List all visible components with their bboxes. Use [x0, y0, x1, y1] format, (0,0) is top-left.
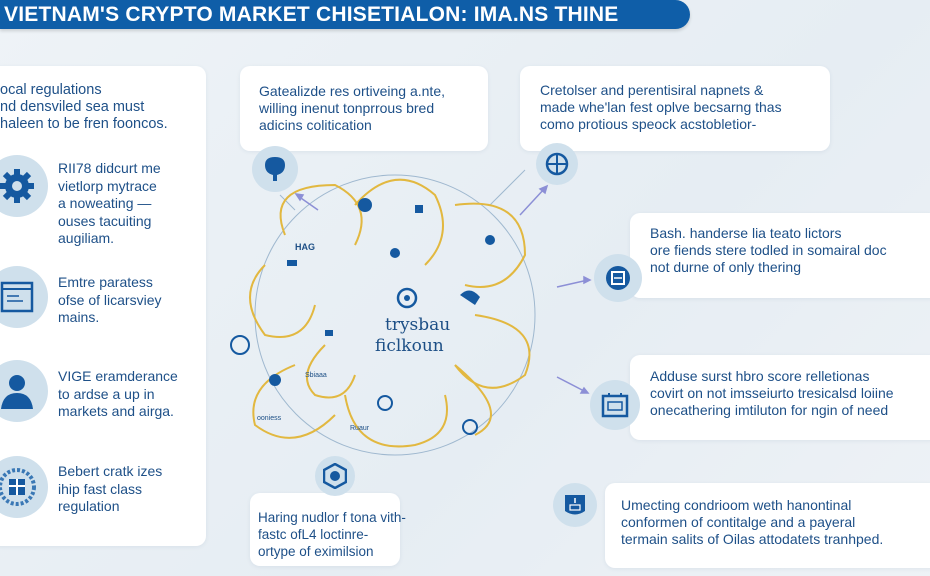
text-line: ouses tacuiting: [58, 212, 152, 229]
node-icon: [377, 395, 393, 411]
text-line: RII78 didcurt me: [58, 160, 161, 176]
node-icon: [390, 248, 400, 258]
text-line: como protious speock acstobletior-: [540, 116, 757, 132]
page-title: VIETNAM'S CRYPTO MARKET CHISETIALON: IMA…: [4, 3, 619, 26]
text-line: markets and airga.: [58, 403, 174, 419]
node-icon: [230, 335, 250, 355]
text-line: to ardse a up in: [58, 385, 155, 402]
left-item-3: VIGE eramderance to ardse a up in market…: [58, 368, 178, 421]
left-item-2: Emtre paratess ofse of licarsviey mains.: [58, 274, 161, 327]
text-line: ore fiends stere todled in somairal doc: [650, 242, 887, 258]
text-line: Gatealizde res ortiveing a.nte,: [259, 83, 445, 99]
bank-icon: [553, 483, 597, 527]
card-bottom-right: Umecting condrioom weth hanontinal confo…: [605, 483, 930, 568]
shield-icon: [315, 456, 355, 496]
text-line: ihip fast class: [58, 480, 143, 497]
center-title-1: trysbau: [385, 315, 450, 335]
node-icon: [415, 205, 423, 213]
brain-icon: [252, 146, 298, 192]
node-icon: [325, 330, 333, 336]
text-line: Bash. handerse lia teato lictors: [650, 225, 842, 241]
calendar-icon: [590, 380, 640, 430]
node-icon: [485, 235, 495, 245]
card-bottom-middle: Haring nudlor f tona vith- fastc ofL4 lo…: [250, 493, 406, 566]
text-line: Cretolser and perentisiral napnets &: [540, 82, 764, 98]
text-line: ocal regulations: [0, 82, 102, 98]
node-icon: [287, 260, 297, 266]
text-line: onecathering imtiluton for ngin of need: [650, 402, 889, 418]
card-right-2: Adduse surst hbro score relletionas covi…: [630, 355, 930, 440]
left-item-1: RII78 didcurt me vietlorp mytrace a nowe…: [58, 160, 161, 248]
globe-icon: [536, 143, 578, 185]
arrow-connector: [279, 194, 296, 211]
node-label: ooniess: [257, 415, 282, 422]
text-line: ofse of licarsviey: [58, 291, 162, 308]
text-line: covirt on not imsseiurto tresicalsd loii…: [650, 385, 894, 401]
text-line: regulation: [58, 498, 120, 514]
text-line: nd densviled sea must: [0, 99, 145, 115]
text-line: Haring nudlor f tona vith-: [258, 510, 406, 525]
text-line: conformen of contitalge and a payeral: [621, 514, 856, 530]
left-item-4: Bebert cratk izes ihip fast class regula…: [58, 463, 162, 516]
node-icon: [358, 198, 372, 212]
text-line: Umecting condrioom weth hanontinal: [621, 497, 852, 513]
storage-icon: [594, 254, 642, 302]
card-top-middle: Gatealizde res ortiveing a.nte, willing …: [240, 66, 488, 151]
arrow-connector: [489, 169, 526, 206]
node-label: Sbiaaa: [305, 372, 327, 379]
text-line: fastc ofL4 loctinre-: [258, 527, 369, 542]
text-line: not durne of only thering: [650, 259, 801, 275]
text-line: VIGE eramderance: [58, 368, 178, 384]
gear-icon: [0, 155, 48, 217]
card-top-right: Cretolser and perentisiral napnets & mad…: [520, 66, 830, 151]
node-label: Ruaur: [350, 425, 370, 432]
document-icon: [0, 266, 48, 328]
building-icon: [0, 456, 48, 518]
central-mindmap: trysbau ficlkoun HAG Ruaur Sbiaaa oonies…: [230, 169, 536, 456]
text-line: vietlorp mytrace: [58, 177, 157, 194]
text-line: made whe'lan fest oplve becsarng thas: [540, 99, 782, 115]
node-label: HAG: [295, 242, 315, 252]
center-icon: [396, 287, 418, 309]
node-icon: [460, 290, 480, 305]
text-line: augiliam.: [58, 230, 115, 246]
text-line: ortype of eximilsion: [258, 544, 374, 559]
text-line: haleen to be fren fooncos.: [0, 116, 168, 132]
title-banner: VIETNAM'S CRYPTO MARKET CHISETIALON: IMA…: [0, 0, 690, 29]
card-right-1: Bash. handerse lia teato lictors ore fie…: [630, 213, 930, 298]
text-line: adicins colitication: [259, 117, 372, 133]
node-icon: [269, 374, 281, 386]
text-line: mains.: [58, 309, 100, 325]
text-line: willing inenut tonprrous bred: [259, 100, 435, 116]
text-line: Bebert cratk izes: [58, 463, 163, 479]
text-line: termain salits of Oilas attodatets tranh…: [621, 531, 884, 547]
text-line: Emtre paratess: [58, 274, 153, 290]
person-icon: [0, 360, 48, 422]
node-icon: [462, 419, 478, 435]
text-line: a noweating —: [58, 195, 152, 211]
center-title-2: ficlkoun: [375, 336, 444, 356]
left-intro: ocal regulations nd densviled sea must h…: [0, 82, 168, 133]
text-line: Adduse surst hbro score relletionas: [650, 368, 870, 384]
